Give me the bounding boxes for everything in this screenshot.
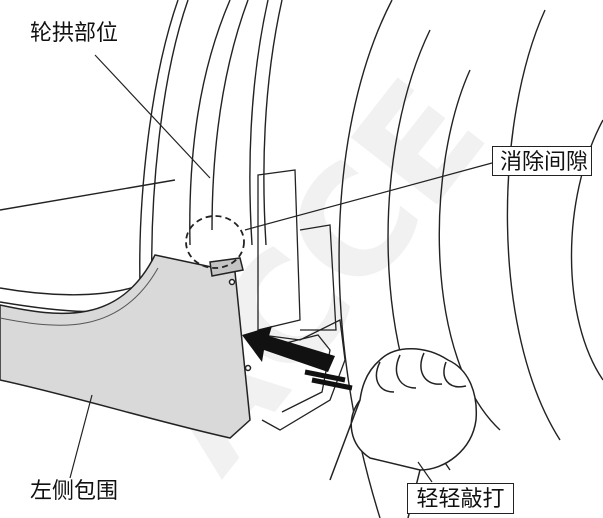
leader-wheel-arch <box>94 54 211 179</box>
push-arrow <box>242 326 353 391</box>
leader-lines <box>69 54 493 483</box>
leader-tap <box>417 461 433 483</box>
inner-panel <box>257 169 346 431</box>
label-eliminate-gap: 消除间隙 <box>492 146 592 176</box>
fist-icon <box>329 348 478 518</box>
label-wheel-arch: 轮拱部位 <box>30 21 119 46</box>
leader-left-skirt <box>69 394 93 479</box>
label-tap-lightly: 轻轻敲打 <box>407 483 514 514</box>
leader-eliminate-gap <box>244 162 493 231</box>
left-side-skirt-panel <box>0 254 252 439</box>
gap-highlight-circle <box>185 215 245 269</box>
label-left-side-skirt: 左侧包围 <box>30 479 119 504</box>
